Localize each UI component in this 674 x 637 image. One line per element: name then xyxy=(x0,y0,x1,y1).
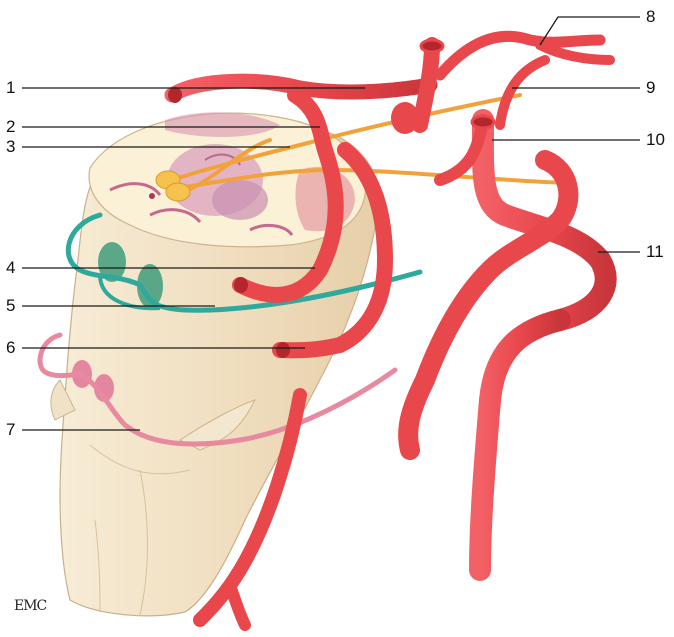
emc-logo: EMC xyxy=(14,598,46,614)
label-2: 2 xyxy=(6,117,15,137)
label-10: 10 xyxy=(646,130,665,150)
label-3: 3 xyxy=(6,137,15,157)
label-6: 6 xyxy=(6,338,15,358)
label-1: 1 xyxy=(6,78,15,98)
label-8: 8 xyxy=(646,7,655,27)
label-9: 9 xyxy=(646,78,655,98)
label-7: 7 xyxy=(6,420,15,440)
label-5: 5 xyxy=(6,296,15,316)
label-4: 4 xyxy=(6,258,15,278)
label-11: 11 xyxy=(646,242,664,262)
